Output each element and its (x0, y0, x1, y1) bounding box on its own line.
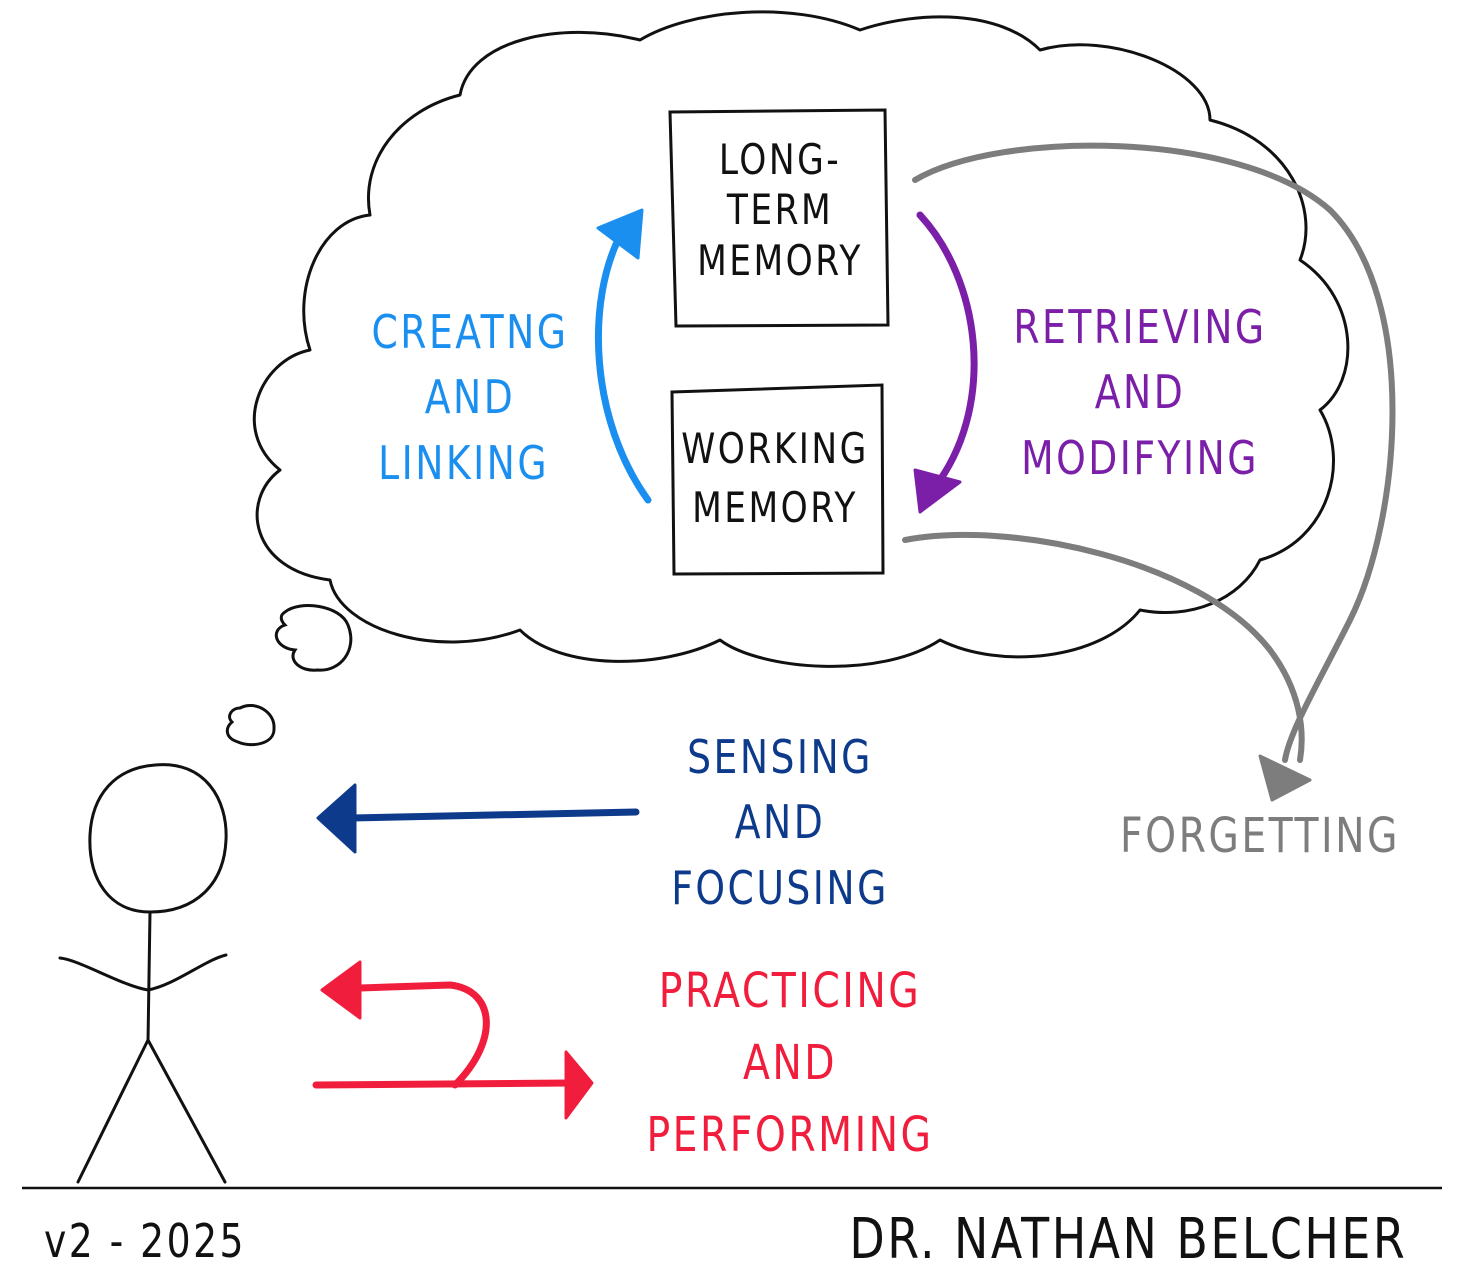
thought-bubble-medium (274, 604, 353, 672)
retrieving-modifying-line-1: RETRIEVING (1013, 300, 1267, 354)
stick-figure-arms (58, 953, 228, 992)
author-signature: DR. NATHAN BELCHER (849, 1207, 1408, 1272)
creating-linking-line-1: CREATNG (371, 305, 569, 359)
long-term-memory-label: LONG- TERM MEMORY (682, 135, 879, 286)
practicing-back-arrowhead (320, 960, 362, 1020)
stick-figure-left-leg (76, 1038, 150, 1184)
sensing-focusing-arrow (348, 808, 640, 822)
practicing-performing-line-3: PERFORMING (646, 1107, 934, 1163)
retrieving-modifying-line-3: MODIFYING (1021, 430, 1259, 485)
performing-arrowhead (564, 1050, 594, 1120)
retrieving-modifying-arrow (916, 211, 978, 484)
forgetting-arrow-from-long-term (912, 142, 1396, 763)
retrieving-modifying-label: RETRIEVING AND MODIFYING (1009, 295, 1271, 491)
stick-figure (58, 763, 228, 1184)
working-memory-line-1: WORKING (681, 424, 869, 473)
long-term-memory-line-2: TERM (726, 185, 834, 235)
thought-cloud (252, 10, 1350, 668)
sensing-focusing-arrowhead (316, 783, 357, 854)
sensing-focusing-line-2: AND (734, 795, 826, 850)
sensing-focusing-line-3: FOCUSING (671, 860, 889, 915)
thought-bubble-small (225, 704, 276, 747)
practicing-loop-arrow (356, 981, 490, 1089)
practicing-performing-line-1: PRACTICING (658, 963, 922, 1019)
retrieving-modifying-line-2: AND (1094, 365, 1186, 420)
performing-arrow (312, 1079, 574, 1089)
version-label: v2 - 2025 (43, 1214, 247, 1268)
long-term-memory-line-1: LONG- (718, 135, 842, 184)
long-term-memory-line-3: MEMORY (697, 235, 863, 285)
practicing-performing-line-2: AND (742, 1035, 838, 1091)
forgetting-arrow-from-working (902, 532, 1305, 763)
creating-linking-arrow (595, 228, 652, 504)
creating-linking-line-2: AND (424, 370, 516, 425)
forgetting-label: FORGETTING (1120, 808, 1400, 864)
working-memory-box (670, 383, 885, 576)
creating-linking-arrowhead (596, 208, 644, 260)
long-term-memory-box (668, 108, 890, 328)
working-memory-line-2: MEMORY (692, 482, 858, 532)
creating-linking-label: CREATNG AND LINKING (363, 300, 576, 496)
stick-figure-head (88, 763, 228, 914)
creating-linking-line-3: LINKING (378, 435, 550, 490)
retrieving-modifying-arrowhead (913, 468, 962, 514)
working-memory-label: WORKING MEMORY (677, 420, 874, 538)
sensing-focusing-line-1: SENSING (687, 730, 873, 784)
forgetting-arrowhead (1258, 754, 1312, 802)
stick-figure-body (146, 910, 152, 1044)
stick-figure-right-leg (146, 1038, 227, 1184)
sensing-focusing-label: SENSING AND FOCUSING (661, 725, 899, 921)
practicing-performing-label: PRACTICING AND PERFORMING (642, 955, 937, 1171)
